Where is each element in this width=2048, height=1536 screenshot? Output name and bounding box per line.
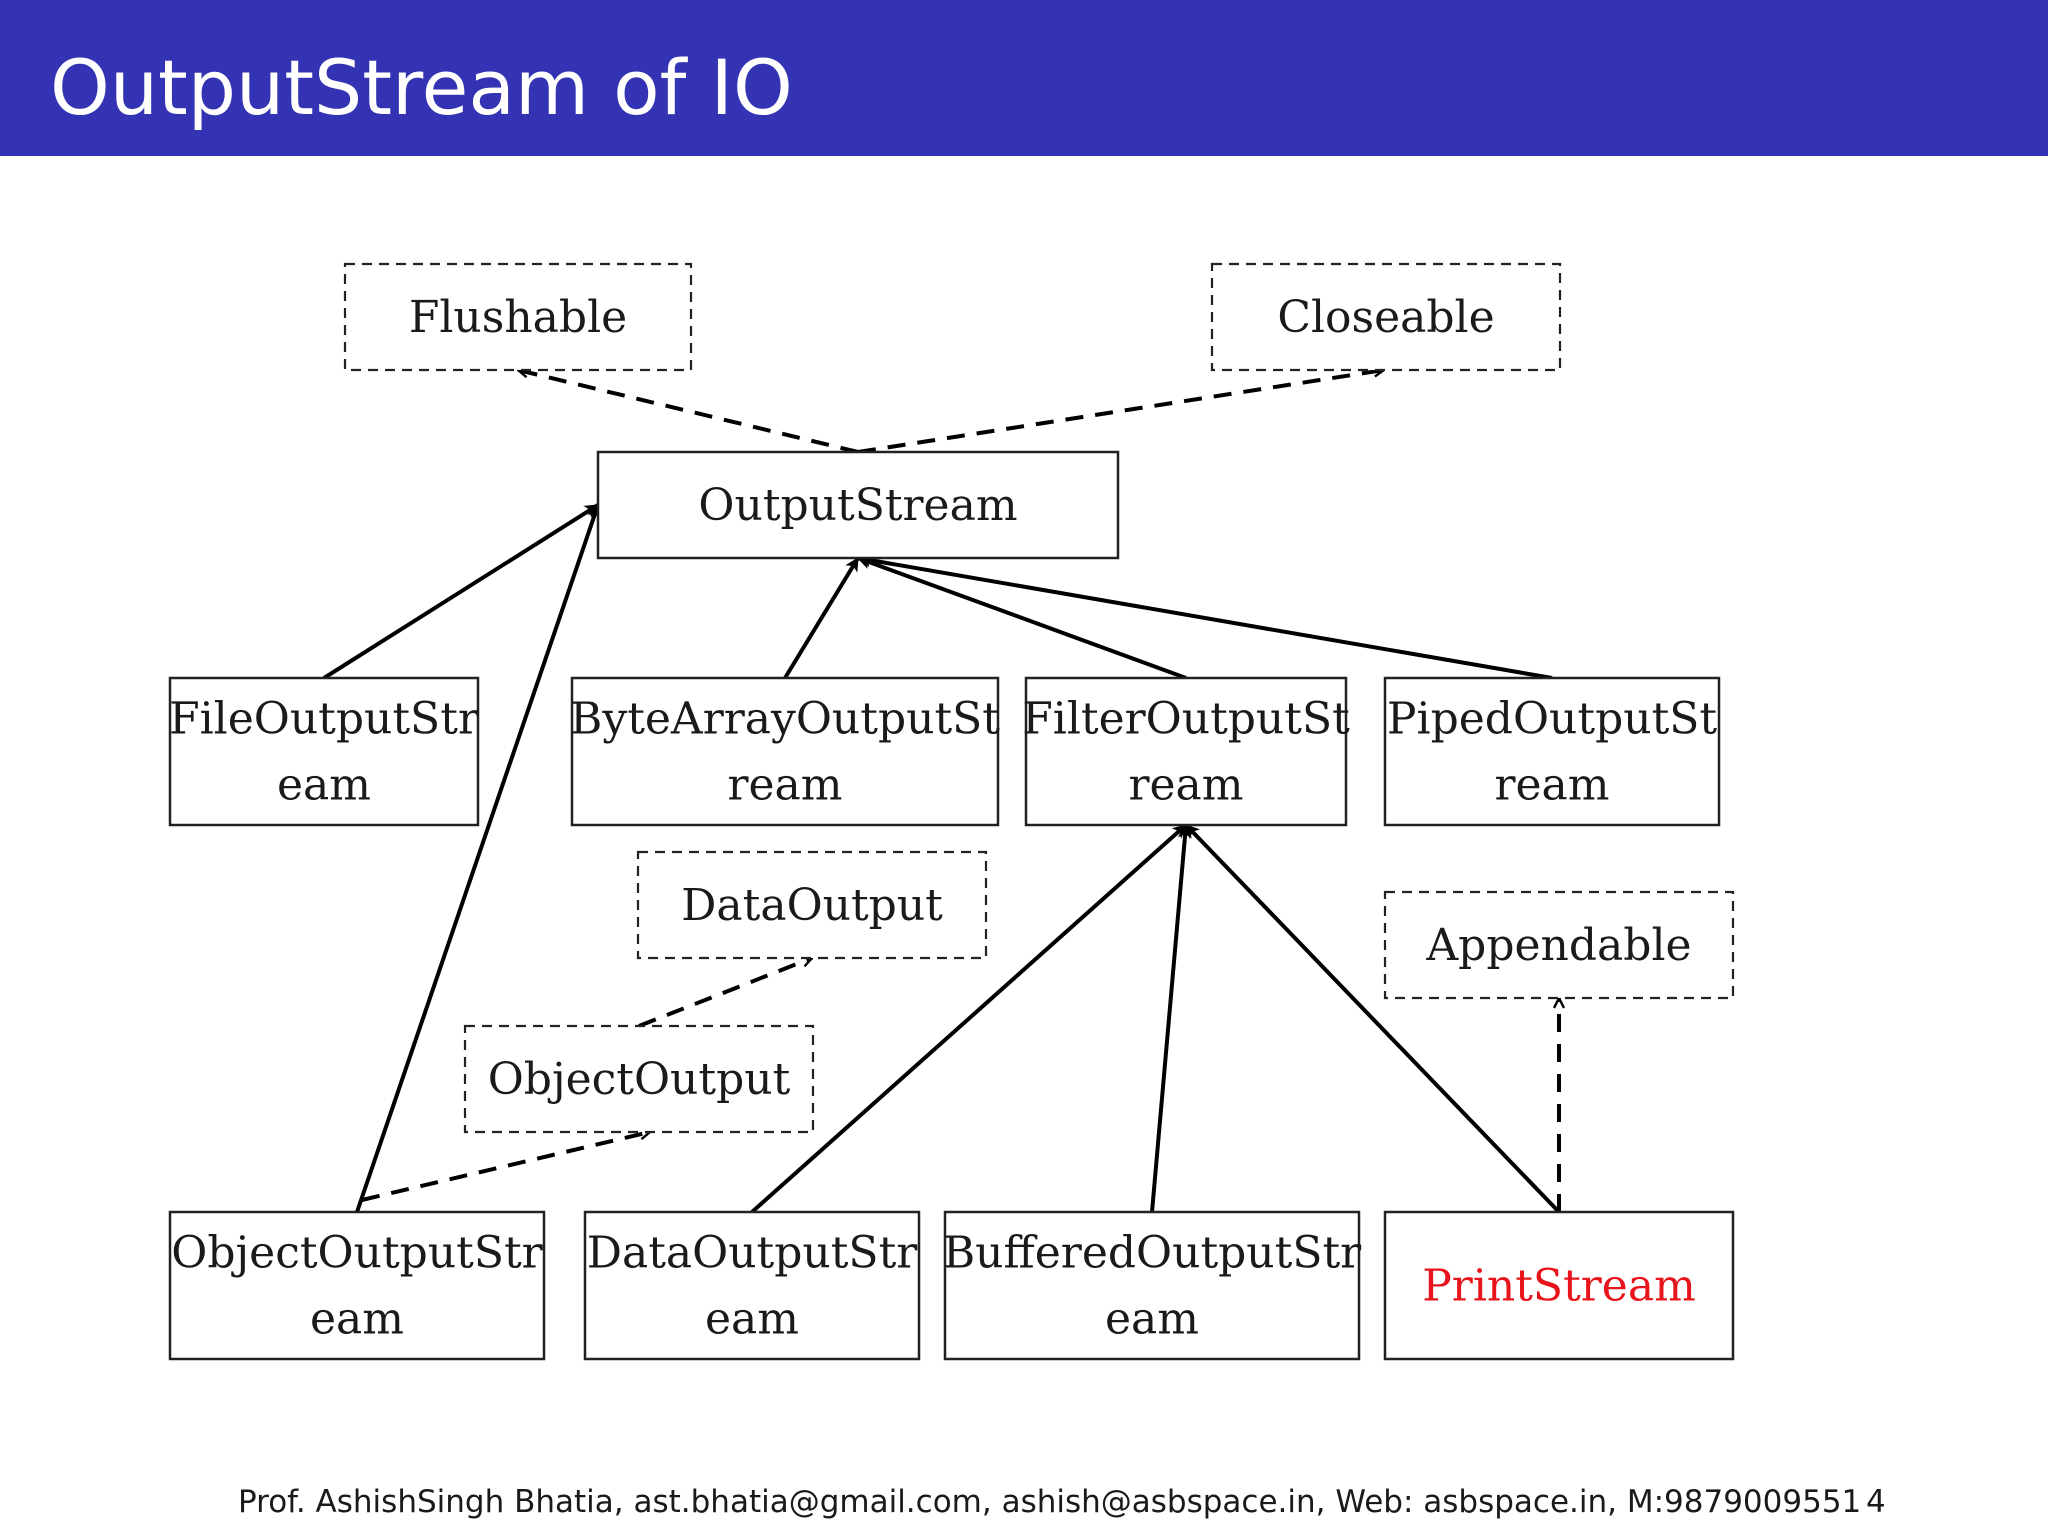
node-dataoutputstream: DataOutputStr eam xyxy=(583,1210,921,1361)
edge-objectoutputstream-to-outputstream xyxy=(355,503,601,1213)
page-number: 4 xyxy=(1866,1484,1886,1520)
node-label-printstream-0: PrintStream xyxy=(1422,1261,1696,1312)
slide-footer: Prof. AshishSingh Bhatia, ast.bhatia@gma… xyxy=(238,1484,1862,1520)
node-label-flushable-0: Flushable xyxy=(409,292,627,343)
node-label-bytearrayoutputstream-1: ream xyxy=(727,760,842,811)
node-label-pipedoutputstream-1: ream xyxy=(1494,760,1609,811)
edge-objectoutput-to-dataoutput xyxy=(638,958,812,1028)
node-label-bufferedoutputstream-0: BufferedOutputStr xyxy=(943,1228,1362,1279)
node-outputstream: OutputStream xyxy=(596,450,1120,560)
edge-printstream-to-filteroutputstream xyxy=(1184,823,1561,1214)
nodes-layer: Flushable CloseableOutputStreamFileOutput… xyxy=(168,262,1735,1361)
edge-bytearrayoutputstream-to-outputstream xyxy=(783,556,860,680)
node-flushable: Flushable xyxy=(343,262,693,372)
node-label-outputstream-0: OutputStream xyxy=(698,480,1017,531)
node-label-fileoutputstream-1: eam xyxy=(277,760,371,811)
node-dataoutput: DataOutput xyxy=(636,850,988,960)
node-label-appendable-0: Appendable xyxy=(1425,920,1691,971)
node-label-closeable-0: Closeable xyxy=(1277,292,1494,343)
node-label-filteroutputstream-1: ream xyxy=(1128,760,1243,811)
node-objectoutput: ObjectOutput xyxy=(463,1024,815,1134)
edge-outputstream-to-closeable xyxy=(857,370,1384,454)
node-label-filteroutputstream-0: FilterOutputSt xyxy=(1022,694,1350,745)
title-bar: OutputStream of IO xyxy=(0,0,2048,156)
edge-objectoutputstream-to-objectoutput xyxy=(361,1132,650,1202)
edge-fileoutputstream-to-outputstream xyxy=(322,503,600,680)
node-label-bytearrayoutputstream-0: ByteArrayOutputSt xyxy=(570,694,1000,745)
node-bytearrayoutputstream: ByteArrayOutputSt ream xyxy=(570,676,1000,827)
node-closeable: Closeable xyxy=(1210,262,1562,372)
node-label-objectoutputstream-1: eam xyxy=(310,1294,404,1345)
edge-outputstream-to-flushable xyxy=(518,370,859,454)
node-pipedoutputstream: PipedOutputSt ream xyxy=(1383,676,1721,827)
node-label-pipedoutputstream-0: PipedOutputSt xyxy=(1387,694,1717,745)
edge-bufferedoutputstream-to-filteroutputstream xyxy=(1150,823,1192,1213)
node-filteroutputstream: FilterOutputSt ream xyxy=(1022,676,1350,827)
node-printstream: PrintStream xyxy=(1383,1210,1735,1361)
node-label-fileoutputstream-0: FileOutputStr xyxy=(169,694,480,745)
edge-pipedoutputstream-to-outputstream xyxy=(856,553,1553,680)
node-label-dataoutput-0: DataOutput xyxy=(681,880,943,931)
node-fileoutputstream: FileOutputStr eam xyxy=(168,676,480,827)
node-bufferedoutputstream: BufferedOutputStr eam xyxy=(943,1210,1362,1361)
node-appendable: Appendable xyxy=(1383,890,1735,1000)
edge-dataoutputstream-to-filteroutputstream xyxy=(750,823,1188,1214)
node-objectoutputstream: ObjectOutputStr eam xyxy=(168,1210,546,1361)
slide-title: OutputStream of IO xyxy=(50,43,793,132)
node-label-dataoutputstream-0: DataOutputStr xyxy=(587,1228,919,1279)
edges-layer xyxy=(322,370,1561,1214)
node-label-bufferedoutputstream-1: eam xyxy=(1105,1294,1199,1345)
edge-filteroutputstream-to-outputstream xyxy=(856,555,1187,680)
node-label-dataoutputstream-1: eam xyxy=(705,1294,799,1345)
node-label-objectoutputstream-0: ObjectOutputStr xyxy=(171,1228,543,1279)
node-label-objectoutput-0: ObjectOutput xyxy=(488,1054,791,1105)
